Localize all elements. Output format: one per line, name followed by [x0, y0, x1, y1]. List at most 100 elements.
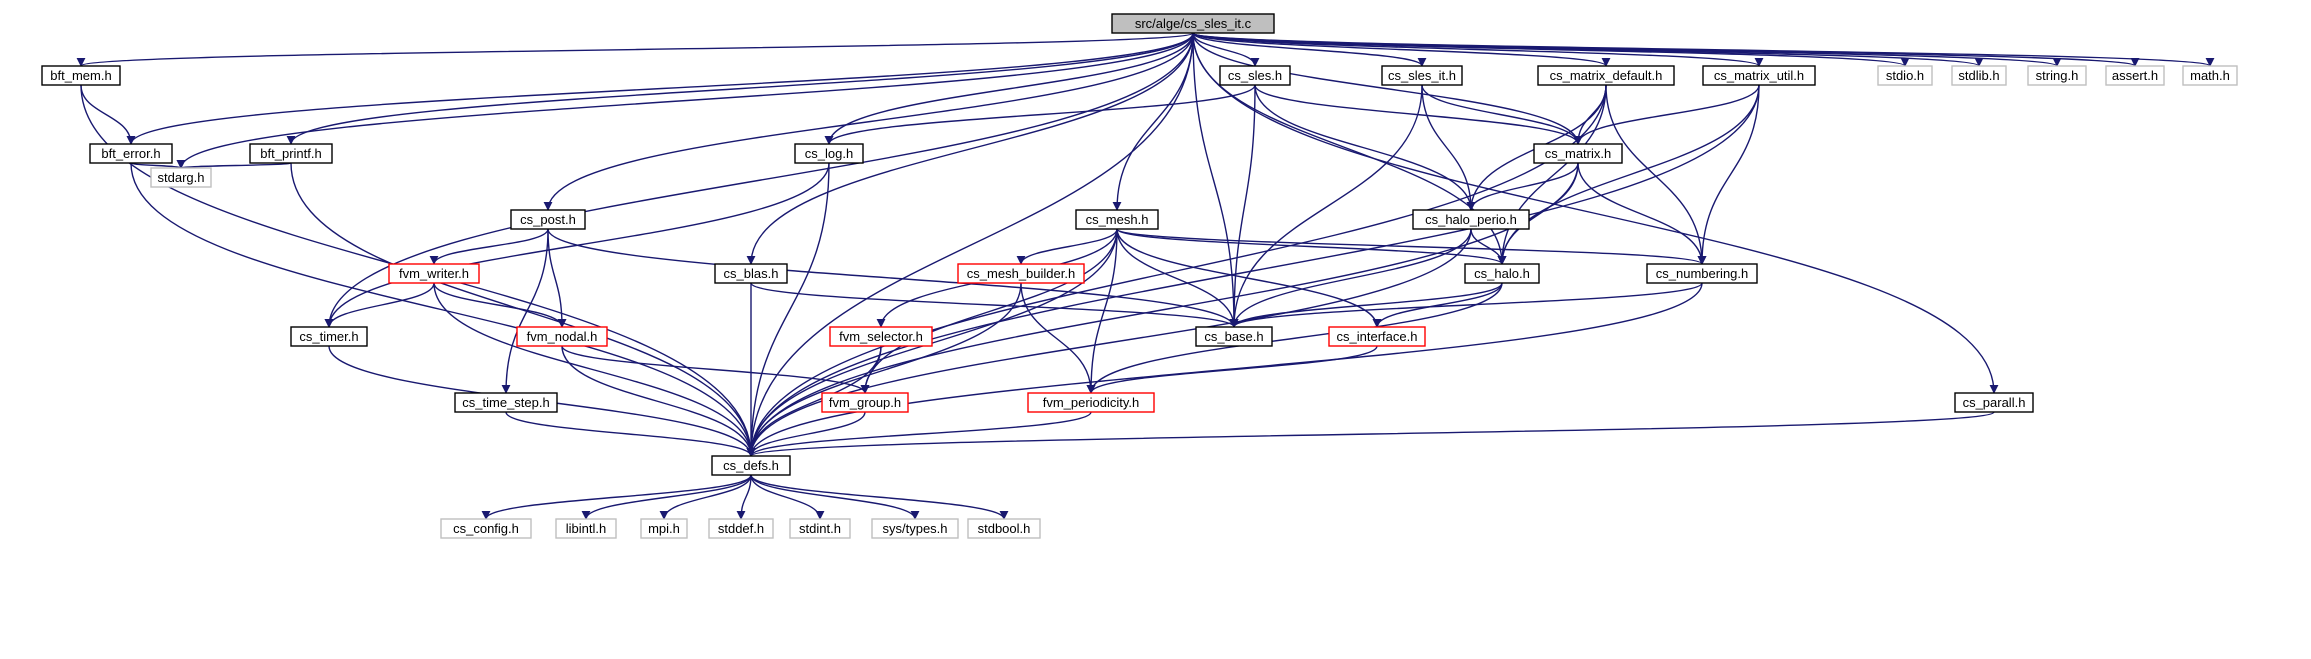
edge-cs_halo_perio-to-cs_base [1229, 228, 1472, 328]
node-cs_log[interactable]: cs_log.h [794, 143, 864, 164]
node-stddef: stddef.h [708, 518, 774, 539]
edge-cs_time_step-to-cs_defs [505, 411, 756, 457]
edge-cs_parall-to-cs_defs [746, 411, 1995, 457]
node-cs_post[interactable]: cs_post.h [510, 209, 586, 230]
node-box-cs_interface [1328, 326, 1426, 347]
edge-cs_matrix_util-to-cs_halo [1497, 84, 1760, 265]
node-box-fvm_selector [829, 326, 933, 347]
node-cs_defs[interactable]: cs_defs.h [711, 455, 791, 476]
node-cs_sles[interactable]: cs_sles.h [1219, 65, 1291, 86]
node-label-string: string.h [2036, 68, 2079, 83]
node-label-fvm_nodal: fvm_nodal.h [527, 329, 598, 344]
node-label-cs_time_step: cs_time_step.h [462, 395, 549, 410]
node-label-stddef: stddef.h [718, 521, 764, 536]
edge-root-to-bft_error [126, 32, 1194, 145]
edge-fvm_writer-to-cs_defs [433, 282, 756, 457]
node-bft_printf[interactable]: bft_printf.h [249, 143, 333, 164]
node-cs_matrix[interactable]: cs_matrix.h [1533, 143, 1623, 164]
node-cs_mesh[interactable]: cs_mesh.h [1075, 209, 1159, 230]
node-box-libintl [555, 518, 617, 539]
node-bft_error[interactable]: bft_error.h [89, 143, 173, 164]
edge-cs_matrix_util-to-cs_matrix [1573, 84, 1760, 145]
node-cs_parall[interactable]: cs_parall.h [1954, 392, 2034, 413]
node-libintl: libintl.h [555, 518, 617, 539]
node-fvm_periodicity[interactable]: fvm_periodicity.h [1027, 392, 1155, 413]
node-label-mpi: mpi.h [648, 521, 680, 536]
edge-cs_matrix_default-to-cs_numbering [1605, 84, 1707, 265]
node-label-cs_log: cs_log.h [805, 146, 853, 161]
node-label-cs_base: cs_base.h [1204, 329, 1263, 344]
node-box-cs_matrix_default [1537, 65, 1675, 86]
node-cs_halo[interactable]: cs_halo.h [1464, 263, 1540, 284]
edge-cs_defs-to-stddef [736, 474, 752, 520]
node-fvm_nodal[interactable]: fvm_nodal.h [516, 326, 608, 347]
node-label-assert: assert.h [2112, 68, 2158, 83]
node-label-fvm_group: fvm_group.h [829, 395, 901, 410]
node-cs_time_step[interactable]: cs_time_step.h [454, 392, 558, 413]
edge-cs_blas-to-cs_base [750, 282, 1239, 328]
node-cs_mesh_builder[interactable]: cs_mesh_builder.h [957, 263, 1085, 284]
edge-cs_post-to-fvm_writer [429, 228, 549, 265]
edge-root-to-cs_matrix_default [1192, 32, 1611, 67]
edge-cs_mesh-to-cs_mesh_builder [1016, 228, 1118, 265]
node-box-bft_printf [249, 143, 333, 164]
node-label-math: math.h [2190, 68, 2230, 83]
node-label-systypes: sys/types.h [882, 521, 947, 536]
edge-fvm_periodicity-to-cs_defs [746, 411, 1092, 457]
node-stdlib: stdlib.h [1951, 65, 2007, 86]
edge-cs_post-to-fvm_nodal [547, 228, 567, 328]
node-box-cs_mesh [1075, 209, 1159, 230]
node-box-stdio [1877, 65, 1933, 86]
node-label-cs_parall: cs_parall.h [1963, 395, 2026, 410]
node-cs_halo_perio[interactable]: cs_halo_perio.h [1412, 209, 1530, 230]
edge-root-to-cs_sles [1192, 32, 1260, 67]
edge-bft_mem-to-bft_error [80, 84, 136, 145]
edge-cs_sles_it-to-cs_base [1229, 84, 1423, 328]
edge-cs_halo_perio-to-cs_defs [746, 228, 1472, 457]
edge-root-to-stdarg [176, 32, 1194, 169]
node-box-cs_log [794, 143, 864, 164]
node-string: string.h [2027, 65, 2087, 86]
node-box-cs_config [440, 518, 532, 539]
node-label-libintl: libintl.h [566, 521, 606, 536]
node-fvm_writer[interactable]: fvm_writer.h [388, 263, 480, 284]
node-cs_sles_it[interactable]: cs_sles_it.h [1381, 65, 1463, 86]
edge-bft_error-to-cs_defs [130, 162, 756, 457]
node-box-stdlib [1951, 65, 2007, 86]
edge-cs_defs-to-cs_config [481, 474, 752, 520]
node-cs_interface[interactable]: cs_interface.h [1328, 326, 1426, 347]
node-label-cs_defs: cs_defs.h [723, 458, 779, 473]
edge-root-to-bft_mem [77, 32, 1194, 67]
node-cs_matrix_util[interactable]: cs_matrix_util.h [1702, 65, 1816, 86]
node-cs_matrix_default[interactable]: cs_matrix_default.h [1537, 65, 1675, 86]
node-label-cs_timer: cs_timer.h [299, 329, 358, 344]
node-cs_blas[interactable]: cs_blas.h [714, 263, 788, 284]
node-cs_timer[interactable]: cs_timer.h [290, 326, 368, 347]
node-label-cs_halo_perio: cs_halo_perio.h [1425, 212, 1517, 227]
edge-fvm_writer-to-cs_timer [324, 282, 435, 328]
node-box-cs_numbering [1646, 263, 1758, 284]
node-box-root [1111, 13, 1275, 34]
node-box-cs_time_step [454, 392, 558, 413]
node-label-cs_sles: cs_sles.h [1228, 68, 1282, 83]
edge-cs_sles-to-cs_halo_perio [1254, 84, 1476, 211]
edge-cs_mesh_builder-to-fvm_periodicity [1020, 282, 1096, 394]
node-box-fvm_periodicity [1027, 392, 1155, 413]
node-fvm_selector[interactable]: fvm_selector.h [829, 326, 933, 347]
node-bft_mem[interactable]: bft_mem.h [41, 65, 121, 86]
node-box-assert [2105, 65, 2165, 86]
edge-cs_mesh_builder-to-cs_defs [746, 282, 1022, 457]
node-math: math.h [2182, 65, 2238, 86]
node-label-cs_config: cs_config.h [453, 521, 519, 536]
node-label-stdlib: stdlib.h [1958, 68, 1999, 83]
node-root[interactable]: src/alge/cs_sles_it.c [1111, 13, 1275, 34]
node-cs_numbering[interactable]: cs_numbering.h [1646, 263, 1758, 284]
node-fvm_group[interactable]: fvm_group.h [821, 392, 909, 413]
node-box-cs_halo [1464, 263, 1540, 284]
edge-cs_sles_it-to-cs_matrix [1421, 84, 1583, 145]
node-label-stdbool: stdbool.h [978, 521, 1031, 536]
node-cs_base[interactable]: cs_base.h [1195, 326, 1273, 347]
edge-cs_log-to-cs_defs [746, 162, 830, 457]
node-label-stdint: stdint.h [799, 521, 841, 536]
